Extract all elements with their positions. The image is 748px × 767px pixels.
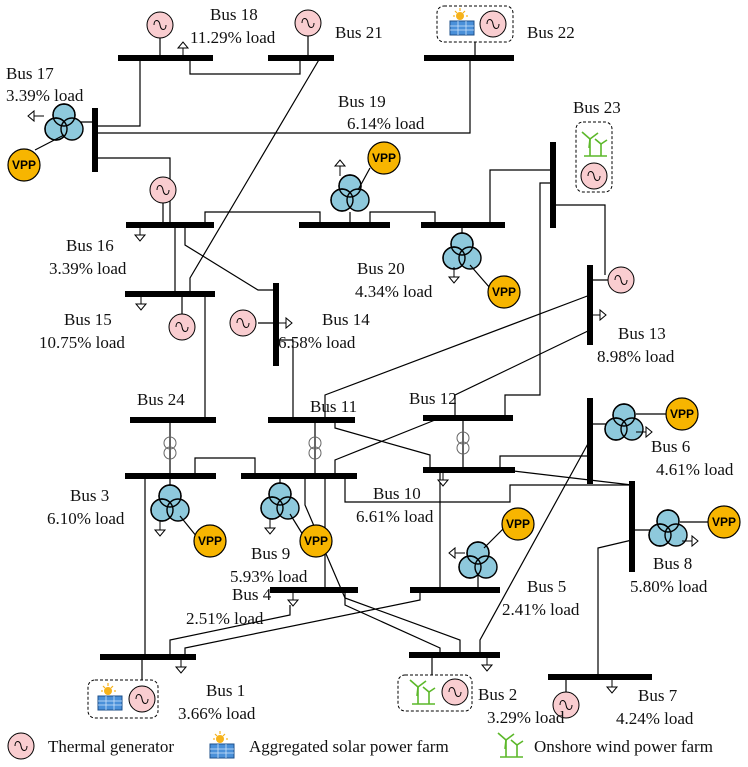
bus-22-solar-group (436, 5, 514, 58)
bus-5-load: 2.41% load (502, 600, 580, 619)
thermal-generator-icon (128, 685, 156, 713)
bus-1-load: 3.66% load (178, 704, 256, 723)
bus-12-name: Bus 12 (409, 389, 457, 408)
bus-21-name: Bus 21 (335, 23, 383, 42)
thermal-generator-icon (7, 732, 35, 760)
bus-13-load: 8.98% load (597, 347, 675, 366)
bus-23-wind-group (575, 121, 613, 193)
bus-7-load: 4.24% load (616, 709, 694, 728)
vpp-label: VPP (198, 534, 222, 548)
bus-14-name: Bus 14 (322, 310, 370, 329)
transformers-2w (163, 431, 470, 460)
bus-9-load: 5.93% load (230, 567, 308, 586)
legend-thermal: Thermal generator (48, 737, 174, 756)
transmission-lines (95, 57, 633, 677)
bus-19-name: Bus 19 (338, 92, 386, 111)
bus-7-name: Bus 7 (638, 686, 678, 705)
vpp-label: VPP (304, 534, 328, 548)
bus-5-name: Bus 5 (527, 577, 566, 596)
bus-18-name: Bus 18 (210, 5, 258, 24)
wind-farm-icon (581, 131, 608, 157)
bus-1-solar-group (87, 657, 159, 719)
thermal-generator-icon (479, 10, 507, 38)
vpp-label: VPP (506, 517, 530, 531)
thermal-generators (146, 9, 635, 719)
bus-9-name: Bus 9 (251, 544, 290, 563)
bus-17-name: Bus 17 (6, 64, 54, 83)
thermal-generator-icon (168, 313, 196, 341)
thermal-generator-icon (149, 176, 177, 204)
bus-8-load: 5.80% load (630, 577, 708, 596)
vpp-label: VPP (712, 515, 736, 529)
wind-farm-icon (409, 679, 436, 705)
legend-wind: Onshore wind power farm (534, 737, 713, 756)
thermal-generator-icon (607, 266, 635, 294)
bus-2-name: Bus 2 (478, 685, 517, 704)
bus-13-name: Bus 13 (618, 324, 666, 343)
wind-farm-icon (497, 732, 524, 758)
vpp-label: VPP (12, 158, 36, 172)
bus-3-name: Bus 3 (70, 486, 109, 505)
bus-20-name: Bus 20 (357, 259, 405, 278)
bus-6-load: 4.61% load (656, 460, 734, 479)
vpp-label: VPP (372, 151, 396, 165)
bus-14-load: 6.58% load (278, 333, 356, 352)
thermal-generator-icon (441, 678, 469, 706)
bus-6-name: Bus 6 (651, 437, 690, 456)
vpp-units: VPP VPP VPP VPP VPP VPP (7, 103, 741, 590)
bus-23-name: Bus 23 (573, 98, 621, 117)
solar-farm-icon (97, 682, 123, 711)
vpp-label: VPP (492, 285, 516, 299)
bus-10-name: Bus 10 (373, 484, 421, 503)
bus-11-name: Bus 11 (310, 397, 357, 416)
bus-19-load: 6.14% load (347, 114, 425, 133)
bus-22-name: Bus 22 (527, 23, 575, 42)
thermal-generator-icon (294, 9, 322, 37)
vpp-label: VPP (670, 407, 694, 421)
legend-solar: Aggregated solar power farm (249, 737, 449, 756)
bus-15-load: 10.75% load (39, 333, 125, 352)
bus-labels: Bus 18 11.29% load Bus 21 Bus 22 Bus 17 … (6, 5, 734, 728)
thermal-generator-icon (580, 162, 608, 190)
solar-farm-icon (209, 730, 235, 759)
thermal-generator-icon (146, 11, 174, 39)
bus-15-name: Bus 15 (64, 310, 112, 329)
bus-2-load: 3.29% load (487, 708, 565, 727)
bus-4-name: Bus 4 (232, 585, 272, 604)
bus-1-name: Bus 1 (206, 681, 245, 700)
bus-2-wind-group (397, 655, 473, 712)
thermal-generator-icon (229, 309, 257, 337)
legend: Thermal generator Aggregated solar power… (7, 730, 713, 760)
bus-16-name: Bus 16 (66, 236, 114, 255)
bus-18-load: 11.29% load (190, 28, 276, 47)
bus-24-name: Bus 24 (137, 390, 185, 409)
bus-17-load: 3.39% load (6, 86, 84, 105)
bus-16-load: 3.39% load (49, 259, 127, 278)
bus-8-name: Bus 8 (653, 554, 692, 573)
bus-4-load: 2.51% load (186, 609, 264, 628)
bus-3-load: 6.10% load (47, 509, 125, 528)
bus-10-load: 6.61% load (356, 507, 434, 526)
solar-farm-icon (449, 7, 475, 36)
bus-20-load: 4.34% load (355, 282, 433, 301)
